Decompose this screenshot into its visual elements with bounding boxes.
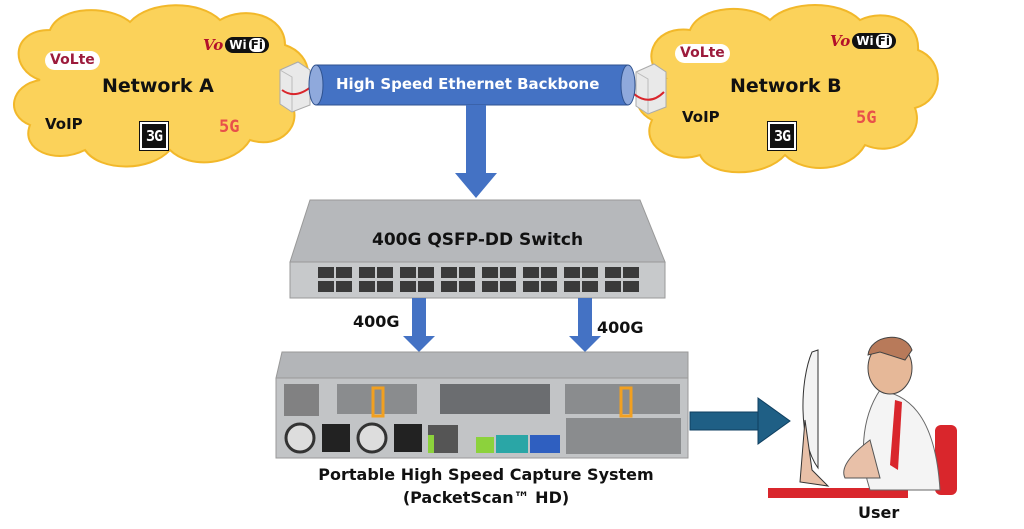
wifi-fi-label: Fi	[875, 34, 892, 48]
network-a-3g-icon: 3G	[138, 121, 170, 151]
volte-icon: VoLte	[675, 44, 730, 63]
vowifi-vo-label: Vo	[203, 36, 224, 54]
left-link-speed: 400G	[353, 312, 400, 331]
wifi-wi-label: Wi	[856, 34, 874, 48]
switch-label: 400G QSFP-DD Switch	[372, 230, 584, 250]
switch-port	[605, 281, 621, 292]
5g-label: 5G	[856, 108, 877, 128]
switch-port	[623, 267, 639, 278]
switch-port	[336, 267, 352, 278]
capture-system-caption: Portable High Speed Capture System (Pack…	[276, 465, 696, 507]
switch-port	[418, 267, 434, 278]
right-link-speed: 400G	[597, 318, 644, 337]
3g-label: 3G	[774, 127, 791, 145]
switch-port	[441, 267, 457, 278]
switch-port	[541, 281, 557, 292]
network-a-voip-label: VoIP	[45, 115, 83, 133]
switch-port	[541, 267, 557, 278]
wifi-fi-label: Fi	[248, 38, 265, 52]
switch-port	[582, 267, 598, 278]
volte-label: VoLte	[50, 52, 95, 68]
switch-to-capture-arrow-left	[403, 298, 435, 352]
switch-port	[336, 281, 352, 292]
3g-label: 3G	[146, 127, 163, 145]
switch-port	[459, 281, 475, 292]
switch-port	[318, 267, 334, 278]
capture-system-device	[275, 351, 689, 459]
switch-port	[623, 281, 639, 292]
network-a-5g-icon: 5G	[219, 117, 239, 137]
user-illustration	[768, 336, 957, 498]
router-right-icon	[633, 63, 667, 115]
switch-port	[359, 267, 375, 278]
switch-port	[377, 267, 393, 278]
wifi-wi-label: Wi	[229, 38, 247, 52]
switch-port	[482, 267, 498, 278]
router-left-icon	[279, 61, 313, 113]
network-b-3g-icon: 3G	[766, 121, 798, 151]
switch-port	[605, 267, 621, 278]
switch-port	[523, 281, 539, 292]
switch-port	[400, 267, 416, 278]
capture-system-product: (PacketScan™ HD)	[402, 488, 570, 507]
switch-device	[289, 199, 666, 299]
network-b-voip-label: VoIP	[682, 108, 720, 126]
capture-system-title: Portable High Speed Capture System	[318, 465, 654, 484]
switch-port	[418, 281, 434, 292]
switch-to-capture-arrow-right	[569, 298, 601, 352]
volte-label: VoLte	[680, 45, 725, 61]
switch-port	[318, 281, 334, 292]
switch-port	[564, 281, 580, 292]
switch-port	[582, 281, 598, 292]
switch-port	[500, 267, 516, 278]
network-a-title: Network A	[102, 75, 214, 97]
network-b-5g-icon: 5G	[856, 108, 876, 128]
switch-port	[377, 281, 393, 292]
capture-to-user-arrow	[689, 397, 791, 445]
switch-port	[441, 281, 457, 292]
switch-port	[400, 281, 416, 292]
volte-icon: VoLte	[45, 51, 100, 70]
user-label: User	[858, 503, 900, 522]
backbone-to-switch-arrow	[455, 105, 497, 198]
switch-port	[482, 281, 498, 292]
backbone-label: High Speed Ethernet Backbone	[336, 75, 600, 93]
5g-label: 5G	[219, 117, 240, 137]
network-b-title: Network B	[730, 75, 842, 97]
backbone-cylinder	[308, 64, 636, 106]
switch-port	[564, 267, 580, 278]
switch-port	[459, 267, 475, 278]
switch-port	[359, 281, 375, 292]
switch-port	[523, 267, 539, 278]
switch-port	[500, 281, 516, 292]
vowifi-vo-label: Vo	[830, 32, 851, 50]
